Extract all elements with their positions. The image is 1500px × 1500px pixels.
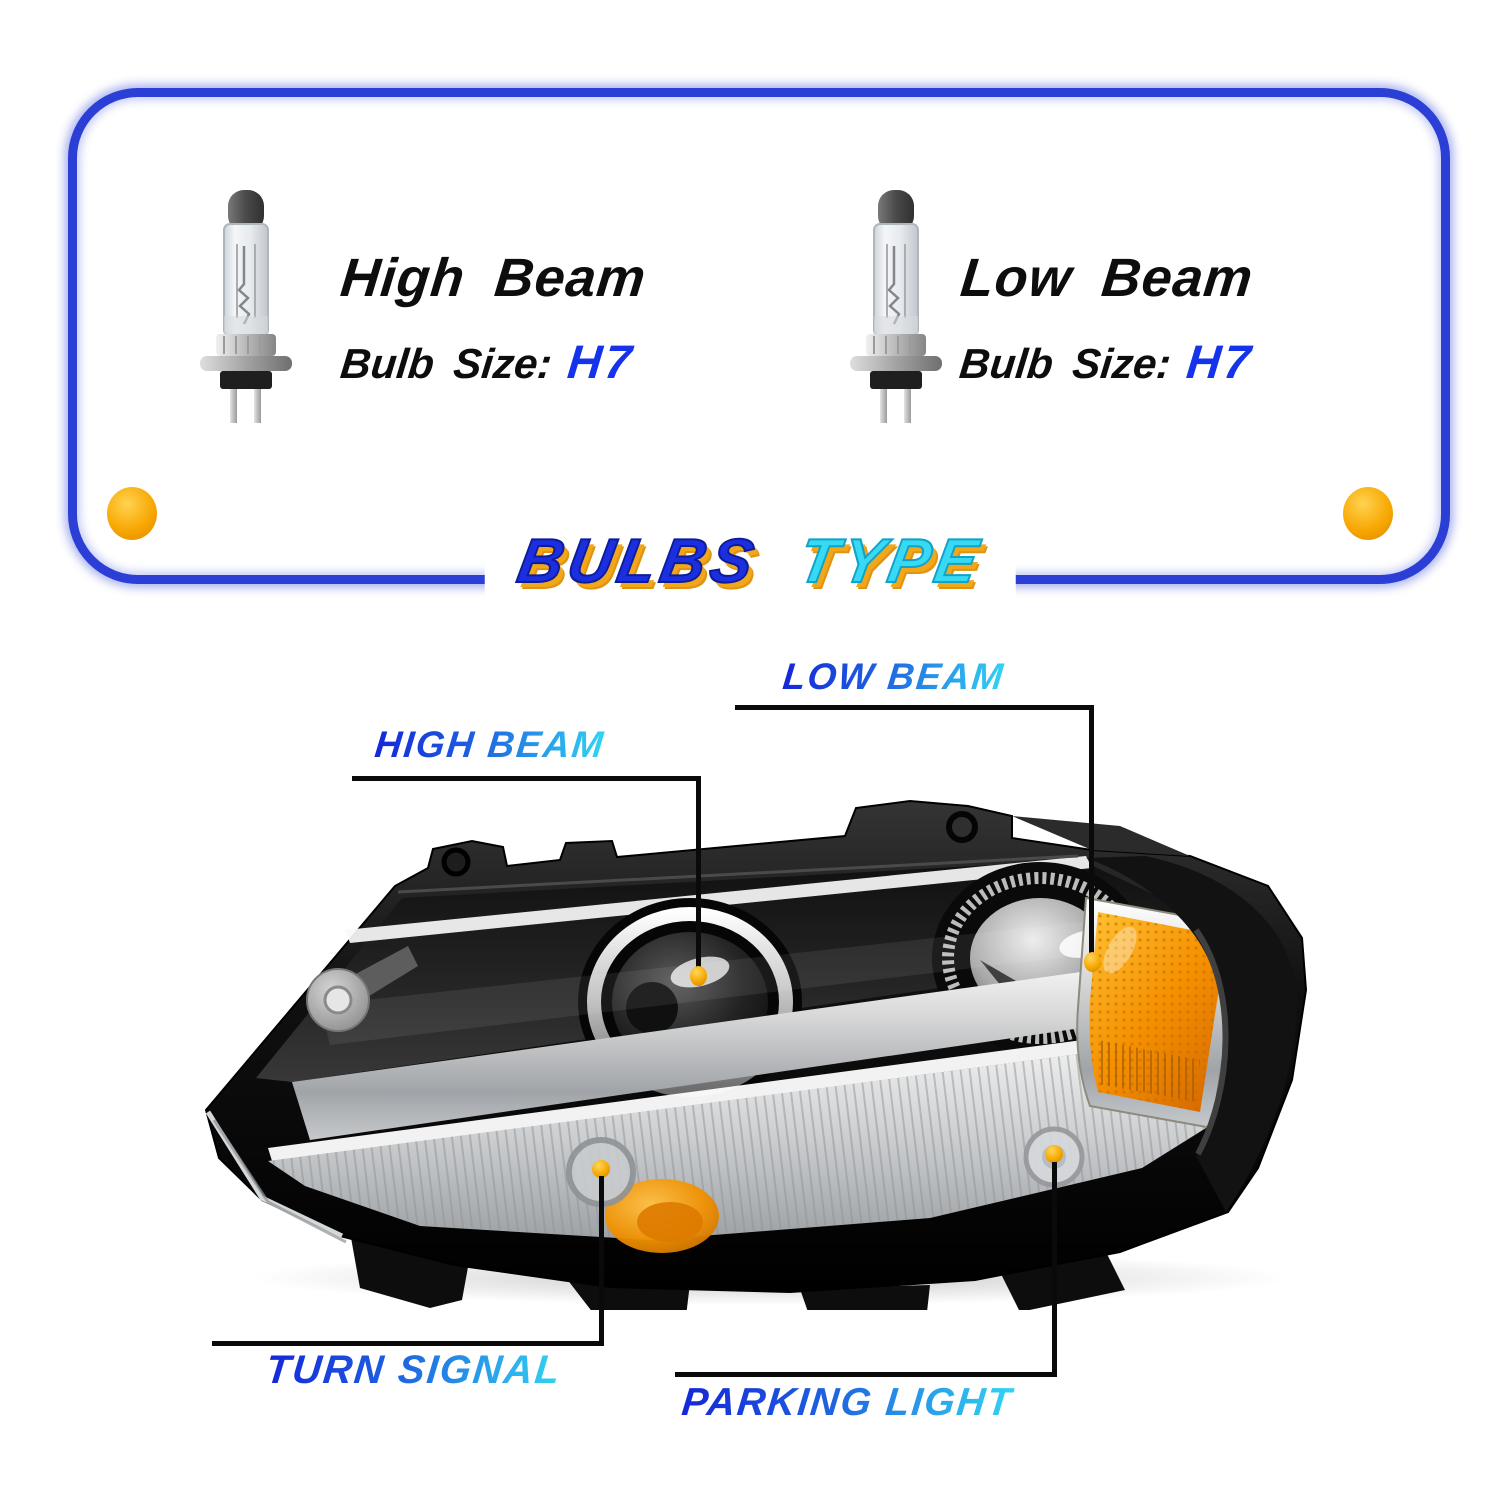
panel-bullet-dot-left [107, 487, 157, 540]
high-beam-callout-label: HIGH BEAM [372, 724, 607, 765]
left-rim-shadow [212, 1119, 347, 1244]
low-beam-callout-label: LOW BEAM [780, 656, 1007, 697]
h7-bulb-high-beam-image [198, 188, 294, 425]
high-beam-size-row: Bulb Size:H7 [338, 334, 637, 389]
low-beam-size-row: Bulb Size:H7 [957, 334, 1256, 389]
parking-light-callout-line-h [675, 1372, 1057, 1377]
amber-side-reflector [1076, 896, 1240, 1130]
top-edge-highlight [397, 854, 1079, 894]
panel-bullet-dot-right [1343, 487, 1393, 540]
parking-light-callout-line-v [1052, 1162, 1057, 1376]
title-word-bulbs: BULBS [512, 526, 765, 597]
top-chrome-trim [345, 856, 1092, 943]
right-end-cap [1012, 816, 1298, 1212]
turn-signal-callout-label: TURN SIGNAL [263, 1348, 564, 1392]
lens-gloss [320, 905, 1250, 1045]
low-beam-size-label: Bulb Size: [957, 340, 1174, 387]
title-word-type: TYPE [792, 526, 988, 597]
low-beam-callout-line-h [735, 705, 1094, 710]
high-beam-callout-line-v [696, 776, 701, 972]
parking-light-callout-label: PARKING LIGHT [679, 1381, 1016, 1424]
headlight-photo [204, 799, 1308, 1310]
high-beam-callout-line-h [352, 776, 701, 781]
turn-signal-callout-line-h [212, 1341, 604, 1346]
middle-reflector-shelf [292, 948, 1252, 1140]
parking-light-marker-dot [1045, 1145, 1063, 1163]
lower-lens-band [268, 1035, 1254, 1253]
page-title: BULBS TYPE [484, 520, 1016, 603]
high-beam-size-label: Bulb Size: [338, 340, 555, 387]
turn-signal-marker-dot [592, 1160, 610, 1178]
adjuster-nozzle [306, 946, 418, 1032]
high-beam-size-value: H7 [565, 335, 637, 388]
high-beam-title: High Beam [337, 248, 650, 308]
low-beam-marker-dot [1084, 952, 1101, 972]
shelf-bright-streak [268, 1022, 1223, 1161]
low-beam-size-value: H7 [1184, 335, 1256, 388]
mounting-screw-hole-left [441, 847, 471, 877]
low-beam-title: Low Beam [957, 248, 1257, 308]
low-beam-callout-line-v [1089, 705, 1094, 957]
mounting-screw-hole-right [946, 811, 978, 843]
turn-signal-callout-line-v [599, 1176, 604, 1345]
h7-bulb-low-beam-image [848, 188, 944, 425]
bulb-info-panel [68, 88, 1450, 584]
high-beam-marker-dot [690, 966, 707, 986]
